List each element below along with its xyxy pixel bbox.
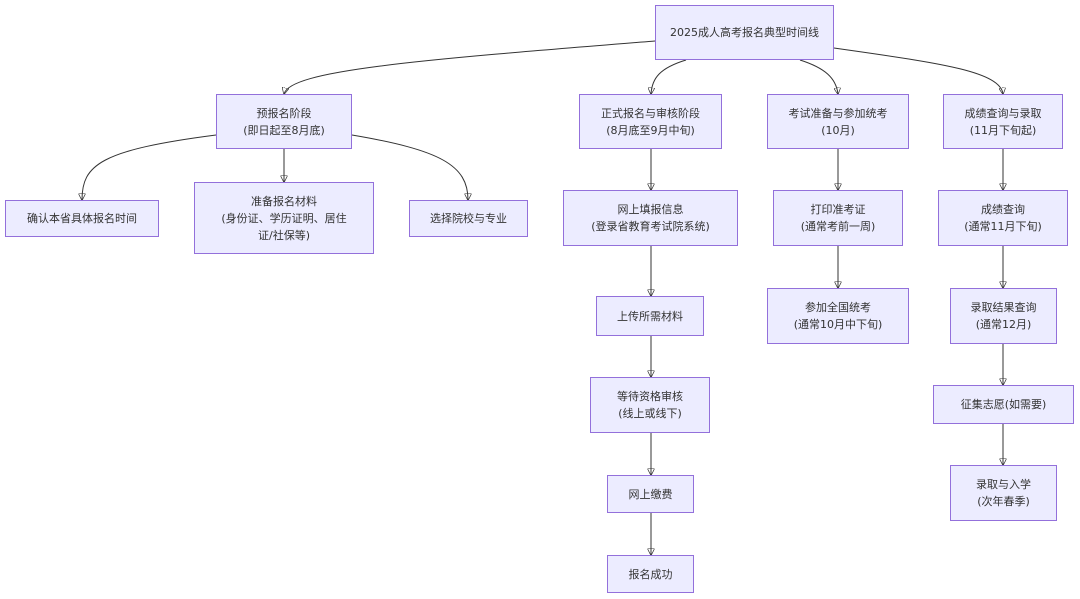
stage1-period: (即日起至8月底)	[243, 123, 325, 137]
stage2-title: 正式报名与审核阶段	[601, 106, 700, 120]
upload-materials-label: 上传所需材料	[617, 309, 683, 323]
registration-success-label: 报名成功	[628, 567, 673, 581]
root-label: 2025成人高考报名典型时间线	[670, 26, 819, 39]
await-review-node: 等待资格审核 (线上或线下)	[590, 377, 710, 433]
national-exam-detail: (通常10月中下旬)	[793, 318, 883, 331]
print-ticket-node: 打印准考证 (通常考前一周)	[773, 190, 903, 246]
await-review-detail: (线上或线下)	[618, 407, 682, 420]
confirm-time-label: 确认本省具体报名时间	[27, 212, 137, 225]
supplementary-choice-node: 征集志愿(如需要)	[933, 385, 1074, 424]
fill-info-detail: (登录省教育考试院系统)	[591, 220, 710, 233]
stage4-period: (11月下旬起)	[969, 123, 1037, 137]
national-exam-title: 参加全国统考	[805, 301, 871, 314]
upload-materials-node: 上传所需材料	[596, 296, 704, 336]
select-school-node: 选择院校与专业	[409, 200, 528, 237]
stage3-title: 考试准备与参加统考	[788, 106, 888, 120]
confirm-time-node: 确认本省具体报名时间	[5, 200, 159, 237]
edge-root-stage2	[651, 59, 687, 94]
admission-query-node: 录取结果查询 (通常12月)	[950, 288, 1057, 344]
prepare-materials-detail: (身份证、学历证明、居住证/社保等)	[221, 211, 347, 242]
enrollment-title: 录取与入学	[976, 478, 1031, 491]
prepare-materials-node: 准备报名材料 (身份证、学历证明、居住证/社保等)	[194, 182, 374, 254]
score-query-node: 成绩查询 (通常11月下旬)	[938, 190, 1068, 246]
stage3-node: 考试准备与参加统考 (10月)	[767, 94, 909, 149]
prepare-materials-title: 准备报名材料	[251, 194, 317, 208]
national-exam-node: 参加全国统考 (通常10月中下旬)	[767, 288, 909, 344]
fill-info-node: 网上填报信息 (登录省教育考试院系统)	[563, 190, 738, 246]
edge-root-stage4	[833, 47, 1003, 94]
stage2-period: (8月底至9月中旬)	[606, 123, 695, 137]
edge-root-stage3	[799, 59, 838, 94]
select-school-label: 选择院校与专业	[430, 212, 507, 225]
score-query-title: 成绩查询	[981, 203, 1025, 216]
stage1-title: 预报名阶段	[256, 106, 312, 120]
edge-root-stage1	[284, 40, 656, 94]
score-query-detail: (通常11月下旬)	[964, 220, 1042, 233]
print-ticket-title: 打印准考证	[810, 203, 866, 216]
stage2-node: 正式报名与审核阶段 (8月底至9月中旬)	[579, 94, 722, 149]
online-payment-label: 网上缴费	[628, 487, 673, 501]
print-ticket-detail: (通常考前一周)	[800, 220, 876, 233]
stage4-node: 成绩查询与录取 (11月下旬起)	[943, 94, 1063, 149]
admission-query-title: 录取结果查询	[970, 301, 1037, 314]
stage4-title: 成绩查询与录取	[964, 106, 1042, 120]
admission-query-detail: (通常12月)	[975, 318, 1032, 331]
supplementary-choice-label: 征集志愿(如需要)	[960, 398, 1047, 411]
stage1-node: 预报名阶段 (即日起至8月底)	[216, 94, 352, 149]
enrollment-detail: (次年春季)	[977, 495, 1030, 508]
fill-info-title: 网上填报信息	[617, 203, 684, 216]
stage3-period: (10月)	[821, 123, 855, 137]
enrollment-node: 录取与入学 (次年春季)	[950, 465, 1057, 521]
registration-success-node: 报名成功	[607, 555, 694, 593]
root-node: 2025成人高考报名典型时间线	[655, 5, 834, 60]
await-review-title: 等待资格审核	[617, 390, 683, 403]
online-payment-node: 网上缴费	[607, 475, 694, 513]
